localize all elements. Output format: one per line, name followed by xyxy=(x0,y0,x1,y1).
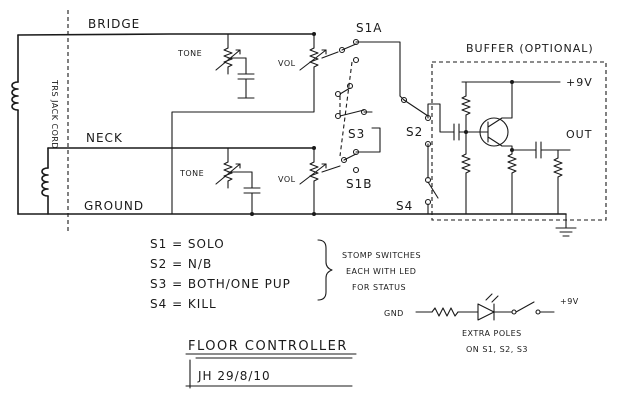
switch-legend: S1 = SOLO S2 = N/B S3 = BOTH/ONE PUP S4 … xyxy=(150,237,291,311)
stomp-note-line-1: STOMP SWITCHES xyxy=(342,251,421,260)
extra-poles-note: EXTRA POLES ON S1, S2, S3 xyxy=(462,329,528,354)
label-plus9v: +9V xyxy=(566,76,593,89)
label-trs-cord: TRS JACK CORD xyxy=(50,79,59,149)
s4-switch-symbol xyxy=(424,159,439,215)
label-s3: S3 xyxy=(348,127,365,141)
legend-item-s2: S2 = N/B xyxy=(150,257,212,271)
label-trs-cord-line1: TRS JACK CORD xyxy=(50,79,59,149)
drawing-title: FLOOR CONTROLLER xyxy=(188,339,348,354)
bridge-tone-control xyxy=(215,33,255,99)
stomp-switch-note: STOMP SWITCHES EACH WITH LED FOR STATUS xyxy=(342,251,421,292)
label-bridge-tone: TONE xyxy=(177,49,202,58)
label-led-gnd: GND xyxy=(384,309,404,318)
s2-switch-symbol xyxy=(399,95,455,161)
bridge-volume-control xyxy=(299,32,339,77)
drawing-signature: JH 29/8/10 xyxy=(197,369,271,383)
stomp-note-line-3: FOR STATUS xyxy=(352,283,406,292)
legend-item-s1: S1 = SOLO xyxy=(150,237,225,251)
stomp-note-line-2: EACH WITH LED xyxy=(346,267,416,276)
neck-pickup-coil xyxy=(41,147,49,215)
s1a-switch-symbol xyxy=(338,38,401,97)
label-buffer: BUFFER (OPTIONAL) xyxy=(466,42,594,55)
extra-poles-line-1: EXTRA POLES xyxy=(462,329,522,338)
bridge-pickup-coil xyxy=(11,34,19,215)
bridge-wire xyxy=(17,33,315,36)
extra-poles-line-2: ON S1, S2, S3 xyxy=(466,345,528,354)
label-ground: GROUND xyxy=(84,199,144,213)
label-bridge: BRIDGE xyxy=(88,17,140,31)
label-neck-tone: TONE xyxy=(179,169,204,178)
label-bridge-vol: VOL xyxy=(278,59,296,68)
label-s2: S2 xyxy=(406,125,423,139)
legend-brace xyxy=(317,239,333,301)
s1b-switch-symbol xyxy=(340,127,381,174)
led-indicator-circuit xyxy=(415,293,555,321)
bridge-vol-ground-link xyxy=(171,75,315,215)
label-neck: NECK xyxy=(86,131,123,145)
label-neck-vol: VOL xyxy=(278,175,296,184)
neck-volume-control xyxy=(299,146,341,216)
label-s1b: S1B xyxy=(346,177,372,191)
label-s1a: S1A xyxy=(356,21,382,35)
s3-switch-symbol xyxy=(334,82,373,120)
buffer-boundary-box xyxy=(431,61,607,221)
label-s4: S4 xyxy=(396,199,413,213)
legend-item-s4: S4 = KILL xyxy=(150,297,217,311)
legend-item-s3: S3 = BOTH/ONE PUP xyxy=(150,277,291,291)
label-led-plus9v: +9V xyxy=(560,297,579,306)
buffer-circuit xyxy=(453,80,577,237)
s1-gang-link xyxy=(339,61,353,157)
label-out: OUT xyxy=(566,128,592,141)
neck-tone-control xyxy=(215,147,261,216)
